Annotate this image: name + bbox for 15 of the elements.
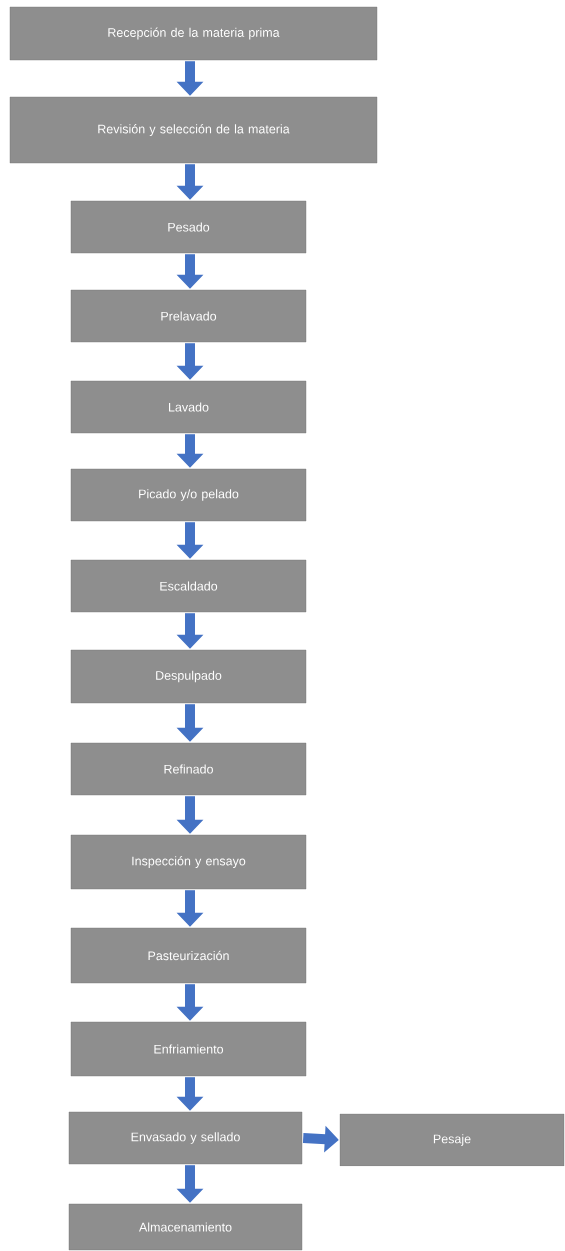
- process-box: Almacenamiento: [68, 1203, 303, 1251]
- process-box: Pesado: [70, 200, 307, 254]
- process-box: Inspección y ensayo: [70, 834, 307, 890]
- process-box: Escaldado: [70, 559, 307, 613]
- process-box: Envasado y sellado: [68, 1111, 303, 1165]
- process-box: Lavado: [70, 380, 307, 434]
- process-box: Prelavado: [70, 289, 307, 343]
- process-box: Refinado: [70, 742, 307, 796]
- process-box: Picado y/o pelado: [70, 468, 307, 522]
- process-box: Enfriamiento: [70, 1021, 307, 1077]
- process-box: Pasteurización: [70, 927, 307, 984]
- process-box: Despulpado: [70, 649, 307, 704]
- process-box: Pesaje: [339, 1113, 565, 1167]
- process-box: Revisión y selección de la materia: [9, 96, 378, 164]
- process-box: Recepción de la materia prima: [9, 6, 378, 61]
